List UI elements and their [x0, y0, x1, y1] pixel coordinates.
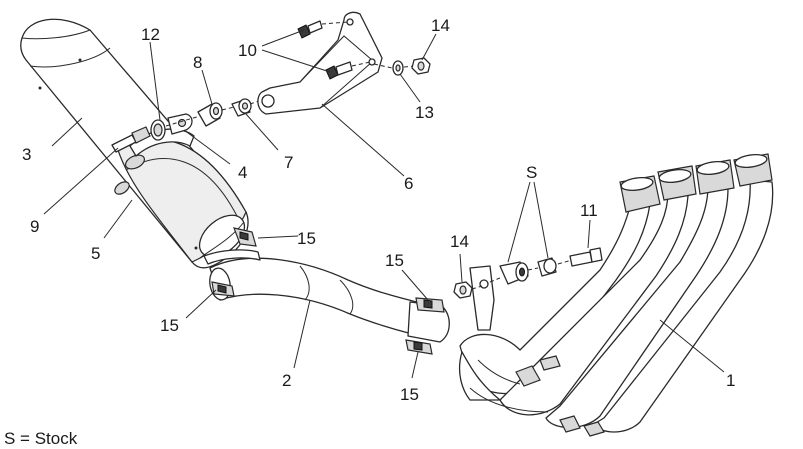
- callout-7: 7: [284, 153, 293, 172]
- callout-1: 1: [726, 371, 735, 390]
- callout-labels: 12 8 10 14 13 3 4 7 6 9 5 15 15 2 15 15 …: [22, 16, 735, 404]
- callout-4: 4: [238, 163, 247, 182]
- bolt-9: [111, 126, 151, 153]
- callout-8: 8: [193, 53, 202, 72]
- bolt-10-upper: [297, 20, 349, 39]
- clamp-15-middle-upper: [415, 297, 445, 313]
- rubber-damper-12: [150, 115, 201, 141]
- hanger-tab: [469, 265, 495, 331]
- callout-15-middle-upper: 15: [385, 251, 404, 270]
- washer-13: [392, 60, 404, 76]
- callout-15-middle-lower: 15: [400, 385, 419, 404]
- callout-6: 6: [404, 174, 413, 193]
- clamp-15-middle-lower: [405, 339, 433, 355]
- clamp-15-left: [211, 281, 235, 297]
- callout-5: 5: [91, 244, 100, 263]
- bolt-11: [569, 247, 603, 267]
- mounting-bracket-6: [257, 11, 383, 115]
- callout-14-upper: 14: [431, 16, 450, 35]
- stock-rubber-grommet: [499, 261, 529, 285]
- clamp-15-silencer: [203, 227, 261, 265]
- callout-12: 12: [141, 25, 160, 44]
- stock-spacer: [537, 257, 557, 277]
- callout-14-lower: 14: [450, 232, 469, 251]
- leader-lines: [43, 29, 725, 379]
- callout-15-silencer: 15: [297, 229, 316, 248]
- callout-s: S: [526, 163, 537, 182]
- link-pipe-2: [209, 257, 450, 343]
- nut-14-upper: [411, 57, 431, 75]
- bolt-10-lower: [325, 61, 371, 80]
- callout-3: 3: [22, 145, 31, 164]
- callout-13: 13: [415, 103, 434, 122]
- header-pipes-1: [458, 153, 774, 437]
- callout-11: 11: [580, 201, 598, 220]
- callout-9: 9: [30, 217, 39, 236]
- callout-15-left: 15: [160, 316, 179, 335]
- callout-10: 10: [238, 41, 257, 60]
- nut-14-lower: [453, 281, 473, 299]
- stock-legend: S = Stock: [4, 429, 78, 448]
- callout-2: 2: [282, 371, 291, 390]
- bushing-7: [231, 98, 252, 117]
- bushing-8: [197, 102, 223, 127]
